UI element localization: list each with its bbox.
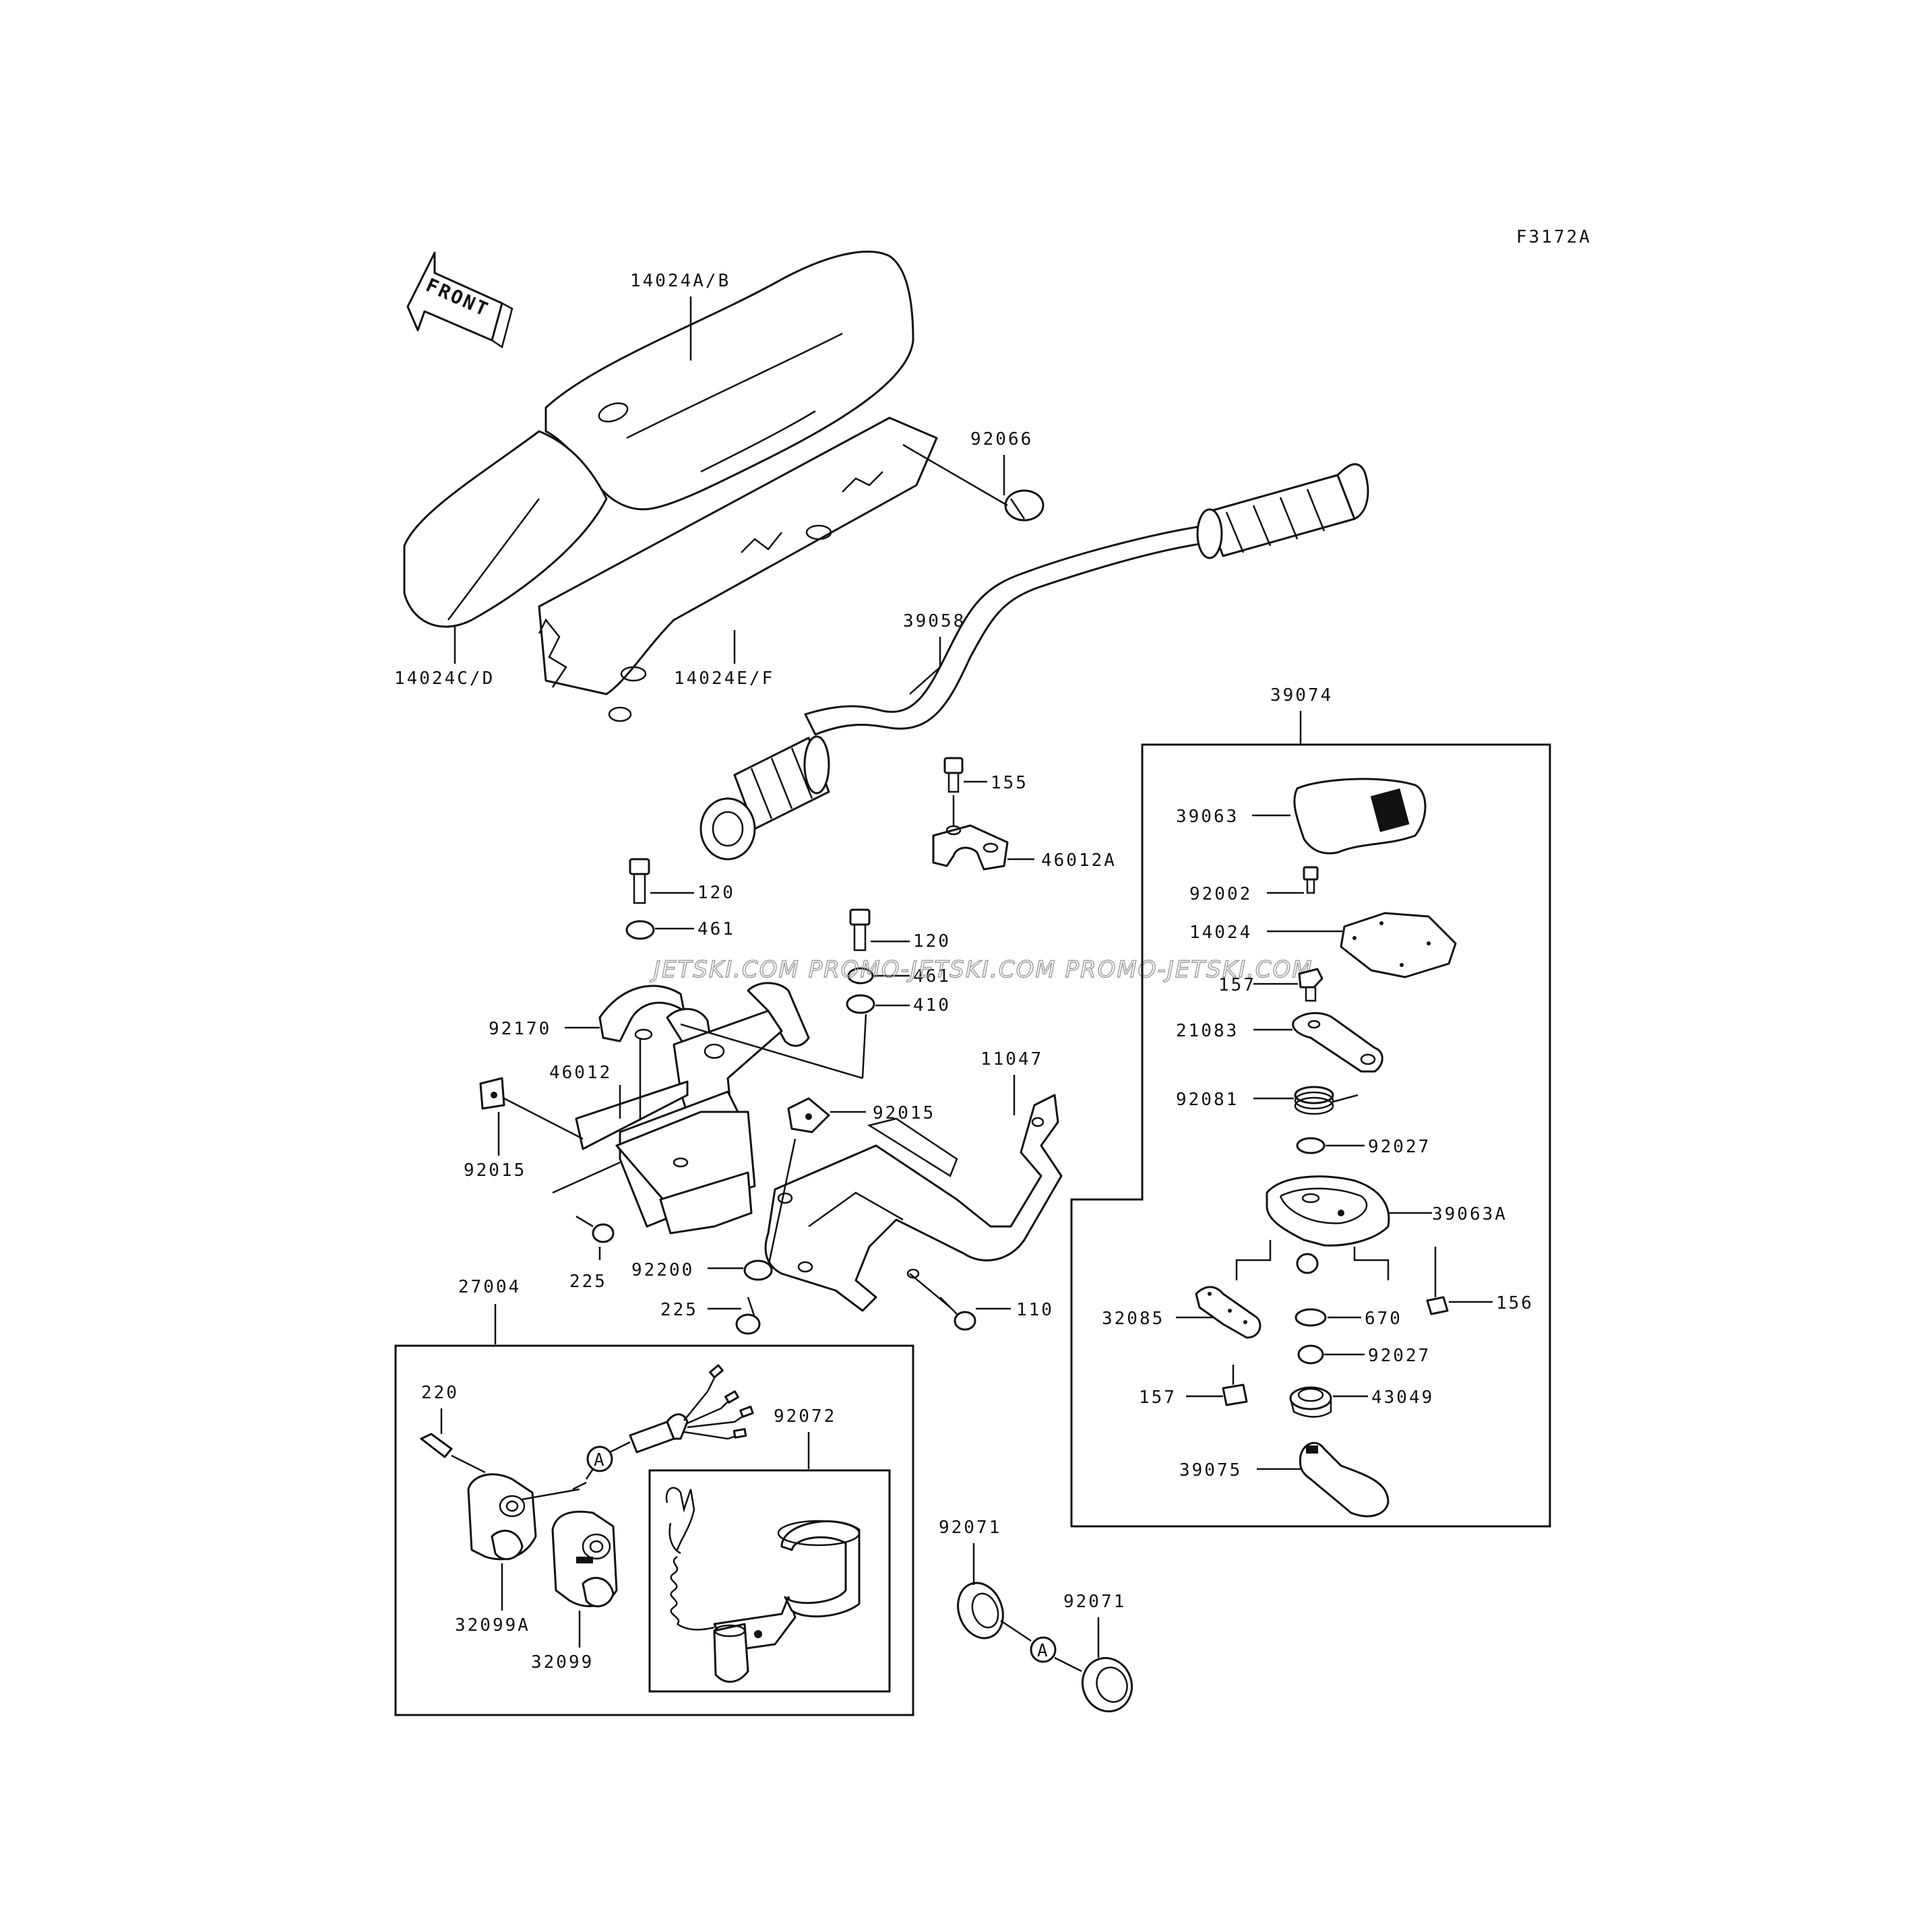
callout-cap: 92066: [970, 429, 1033, 449]
callout-bolt-156: 156: [1496, 1293, 1534, 1313]
screw-92002: [1303, 866, 1319, 894]
callout-lever-21083: 21083: [1176, 1021, 1239, 1041]
callout-washer-92027-upper: 92027: [1368, 1137, 1431, 1157]
callout-screw-92002: 92002: [1189, 884, 1252, 904]
callout-screw-225-lower: 225: [660, 1300, 698, 1320]
oring-670: [1295, 1308, 1327, 1327]
bolt-120-left: [629, 858, 650, 904]
callout-clamp-92170: 92170: [489, 1019, 551, 1039]
callout-bolt-120-left: 120: [697, 883, 735, 903]
callout-collar-92200: 92200: [631, 1260, 694, 1280]
bolt-157-upper: [1298, 968, 1323, 1002]
connector-marker-a-right: A: [1037, 1641, 1050, 1661]
group-box-27004: [394, 1344, 914, 1716]
washer-461-right: [847, 967, 874, 985]
callout-bolt-157-upper: 157: [1218, 975, 1256, 995]
spring-92081: [1294, 1086, 1359, 1115]
lanyard-92072-icon: [665, 1487, 861, 1683]
grommet-92071-left: [957, 1582, 1004, 1640]
callout-switch-32099: 32099: [531, 1652, 594, 1673]
washer-92027-lower: [1297, 1344, 1324, 1365]
callout-screw-220: 220: [421, 1383, 459, 1403]
washer-461-left: [625, 920, 655, 940]
seat-assembly: [403, 250, 938, 722]
wiring-harness-icon: [572, 1364, 754, 1491]
callout-case-39063A: 39063A: [1432, 1204, 1507, 1224]
nut-92015-right: [787, 1097, 830, 1133]
connector-marker-a-right-icon: [1030, 1636, 1057, 1663]
gasket-14024: [1340, 912, 1457, 978]
callout-grommet-92071-right: 92071: [1063, 1592, 1126, 1612]
callout-bolt-157-lower: 157: [1139, 1388, 1177, 1408]
washer-410: [846, 994, 875, 1014]
callout-holder-46012A: 46012A: [1041, 850, 1117, 871]
callout-spring-92081: 92081: [1176, 1090, 1239, 1110]
group-ref-92072: 92072: [774, 1406, 836, 1427]
cap-92066: [1004, 489, 1045, 522]
callout-lever-32085: 32085: [1102, 1309, 1164, 1329]
cover-39063: [1293, 778, 1427, 854]
figure-code: F3172A: [1516, 227, 1592, 247]
callout-bracket-11047: 11047: [980, 1049, 1043, 1069]
left-grip-icon: [699, 735, 830, 861]
callout-bolt-110: 110: [1016, 1300, 1054, 1320]
lever-39075: [1299, 1441, 1390, 1518]
callout-washer-461-right: 461: [913, 966, 951, 987]
connector-marker-a-left-icon: [586, 1445, 613, 1472]
bolt-156: [1426, 1247, 1449, 1315]
callout-washer-410: 410: [913, 995, 951, 1016]
callout-cover-39063: 39063: [1176, 807, 1239, 827]
callout-screw-225-upper: 225: [569, 1272, 607, 1292]
connector-marker-a-left: A: [594, 1450, 606, 1470]
handlebar-39058: [699, 463, 1369, 861]
lever-21083: [1292, 1011, 1383, 1073]
group-ref-27004: 27004: [458, 1277, 521, 1297]
grommet-92071-right: [1082, 1656, 1133, 1713]
callout-seat-top: 14024A/B: [630, 271, 730, 291]
bolt-110: [939, 1297, 976, 1331]
watermark: JETSKI.COM PROMO-JETSKI.COM PROMO-JETSKI…: [650, 956, 1313, 983]
collar-92200: [743, 1259, 773, 1281]
callout-nut-92015-right: 92015: [873, 1103, 935, 1123]
callout-handlebar: 39058: [903, 611, 966, 631]
callout-gasket-14024: 14024: [1189, 923, 1252, 943]
lever-32085: [1195, 1286, 1261, 1339]
screw-225-lower: [735, 1297, 761, 1335]
washer-92027-upper: [1296, 1137, 1326, 1154]
switch-32099A: [467, 1473, 580, 1561]
callout-switch-32099A: 32099A: [455, 1615, 530, 1635]
screw-225-upper: [575, 1215, 615, 1243]
front-arrow-icon: FRONT: [406, 251, 513, 349]
switch-32099: [551, 1510, 618, 1608]
callout-nut-92015-left: 92015: [464, 1160, 526, 1181]
nut-92015-left: [479, 1077, 505, 1110]
bolt-157-lower: [1222, 1365, 1248, 1406]
group-box-92072: [648, 1469, 891, 1693]
right-grip-icon: [1196, 463, 1369, 559]
callout-seat-side-rear: 14024E/F: [674, 668, 774, 689]
screw-220: [420, 1433, 453, 1458]
holder-46012A: [932, 824, 1009, 871]
callout-bolt-120-right: 120: [913, 931, 951, 952]
bolt-120-right: [849, 908, 871, 952]
group-ref-39074: 39074: [1270, 685, 1333, 706]
holder-46012: [575, 982, 810, 1235]
group-box-39074: [1070, 743, 1551, 1528]
seal-43049: [1289, 1386, 1332, 1418]
callout-lever-39075: 39075: [1179, 1460, 1242, 1481]
callout-holder-46012: 46012: [549, 1063, 612, 1083]
callout-oring-670: 670: [1365, 1309, 1402, 1329]
callout-seat-side-front: 14024C/D: [394, 668, 495, 689]
bolt-155: [943, 757, 964, 793]
callout-seal-43049: 43049: [1371, 1388, 1434, 1408]
case-39063A: [1266, 1175, 1390, 1274]
callout-grommet-92071-left: 92071: [939, 1518, 1001, 1538]
callout-washer-461-left: 461: [697, 919, 735, 939]
callout-washer-92027-lower: 92027: [1368, 1346, 1431, 1366]
callout-bolt-155: 155: [991, 773, 1028, 793]
